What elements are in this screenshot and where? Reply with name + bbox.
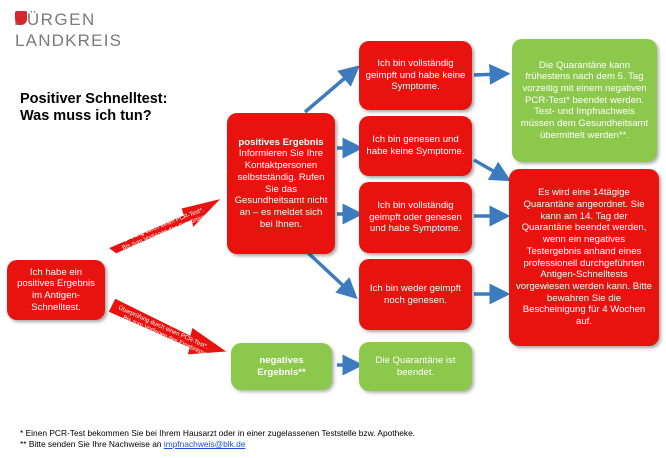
arrow-to-case1 [303,65,360,114]
positive-result-box: positives Ergebnis Informieren Sie Ihre … [227,113,335,254]
email-link[interactable]: impfnachweis@blk.de [163,439,246,449]
big-arrow-upper: Überprüfung durch einen PCR-Test*. Bis z… [106,196,224,261]
negative-result-box: negatives Ergebnis** [231,343,332,390]
logo: BÜRGEN LANDKREIS [14,6,134,50]
upper-arrow-label-2: Bis zum Vorliegen des Ergebnisses [122,212,212,251]
positive-text: Informieren Sie Ihre Kontaktpersonen sel… [234,148,328,230]
case3-box: Ich bin vollständig geimpft oder genesen… [359,182,472,253]
result2-box: Es wird eine 14tägige Quarantäne angeord… [509,169,659,346]
page-title: Positiver Schnelltest: Was muss ich tun? [20,91,167,125]
positive-title: positives Ergebnis [238,136,324,148]
footnote-2-text: ** Bitte senden Sie Ihre Nachweise an [20,439,164,449]
title-line2: Was muss ich tun? [20,108,152,124]
footnote-2: ** Bitte senden Sie Ihre Nachweise an im… [20,439,415,450]
case1-box: Ich bin vollständig geimpft und habe kei… [359,41,472,110]
arrow-to-case4 [303,248,358,300]
arrow-case2-result2 [473,158,512,182]
big-arrow-lower: Überprüfung durch einen PCR-Test*. Bis z… [107,297,230,359]
footnote-1: * Einen PCR-Test bekommen Sie bei Ihrem … [20,428,416,438]
logo-line2: LANDKREIS [15,31,123,50]
arrow-case1-result1 [473,63,511,85]
svg-text:Überprüfung durch einen PCR-Te: Überprüfung durch einen PCR-Test*. Bis z… [111,204,215,261]
case4-box: Ich bin weder geimpft noch genesen. [359,259,472,330]
title-line1: Positiver Schnelltest: [20,91,168,107]
case2-box: Ich bin genesen und habe keine Symptome. [359,116,472,176]
negative-title: negatives Ergebnis** [257,354,306,378]
shield-icon [15,11,27,25]
negative-followup-box: Die Quarantäne ist beendet. [359,342,472,391]
footnotes: * Einen PCR-Test bekommen Sie bei Ihrem … [20,428,415,450]
result1-box: Die Quarantäne kann frühestens nach dem … [512,39,657,162]
logo-line1: BÜRGEN [14,10,96,29]
start-box: Ich habe ein positives Ergebnis im Antig… [7,260,105,320]
